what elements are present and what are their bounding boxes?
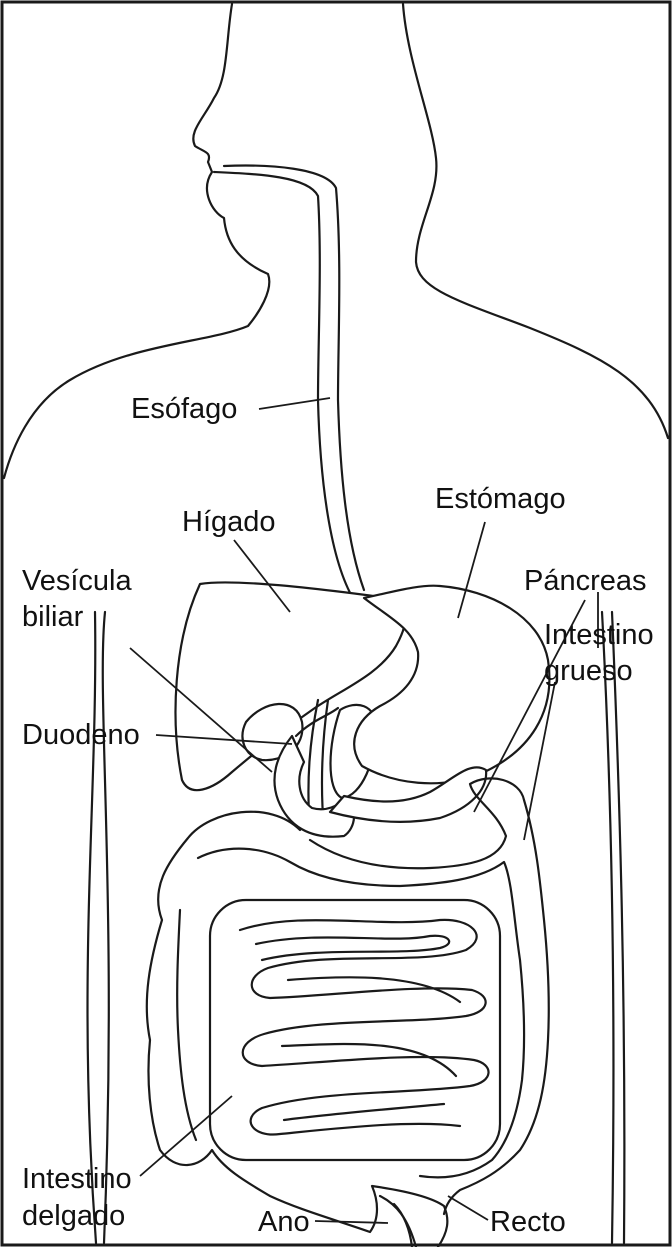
- label-ano: Ano: [258, 1205, 310, 1239]
- label-duodeno: Duodeno: [22, 718, 140, 752]
- label-estomago: Estómago: [435, 482, 566, 516]
- label-intestino-grueso-line1: Intestino: [544, 618, 654, 652]
- label-intestino-delgado-line2: delgado: [22, 1199, 125, 1233]
- label-pancreas: Páncreas: [524, 564, 647, 598]
- label-higado: Hígado: [182, 505, 276, 539]
- small-intestine: [210, 900, 500, 1160]
- large-intestine: [147, 812, 448, 1247]
- label-vesicula-line1: Vesícula: [22, 564, 132, 598]
- label-recto: Recto: [490, 1205, 566, 1239]
- label-esofago: Esófago: [131, 392, 237, 426]
- label-intestino-grueso-line2: grueso: [544, 654, 633, 688]
- label-vesicula-line2: biliar: [22, 600, 83, 634]
- label-intestino-delgado-line1: Intestino: [22, 1162, 132, 1196]
